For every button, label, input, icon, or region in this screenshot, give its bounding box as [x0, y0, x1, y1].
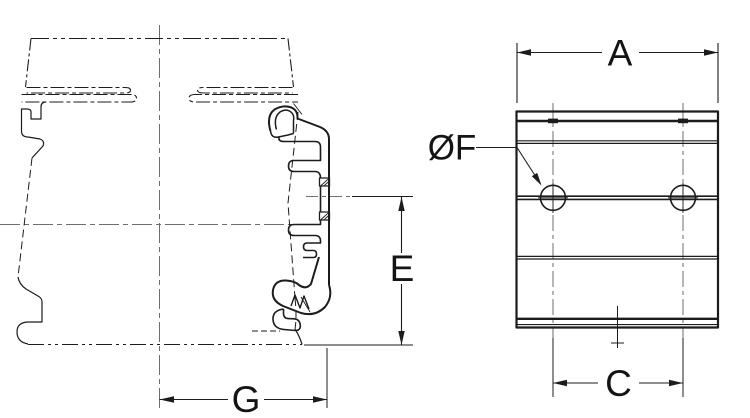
dimension-label-c: C	[605, 363, 632, 404]
plate-edge-line	[517, 195, 718, 201]
front-view: A C ØF	[428, 33, 720, 404]
plate-outline	[515, 110, 720, 348]
arrowhead-down	[398, 331, 405, 345]
mounting-hole-right	[668, 183, 698, 213]
duct-left-wall-hidden	[17, 157, 33, 278]
clip-outer-contour	[267, 105, 330, 285]
dimension-c: C	[552, 338, 684, 404]
arrowhead-right	[704, 49, 718, 56]
arrowhead-right	[313, 396, 327, 403]
dimension-g: G	[159, 348, 328, 418]
duct-right-wall-hidden	[294, 297, 297, 330]
leader-arrowhead	[531, 172, 542, 186]
slot-mark	[678, 118, 688, 124]
duct-left-foot	[16, 276, 43, 345]
dimension-a: A	[516, 33, 719, 103]
duct-right-wall-hidden	[287, 111, 299, 299]
section-hatch-block	[318, 211, 331, 221]
break-tick	[300, 296, 311, 313]
clip-hook-inner	[274, 109, 295, 134]
dimension-label-e: E	[390, 248, 415, 289]
section-view: E G	[0, 25, 414, 418]
break-tick	[293, 103, 303, 115]
leader-line	[476, 146, 541, 185]
phantom-flange-bar	[26, 86, 132, 94]
clip-profile	[267, 103, 332, 332]
dimension-label-a: A	[608, 33, 633, 74]
dimension-e: E	[304, 196, 415, 346]
extension-line	[552, 338, 684, 397]
phantom-lid-left	[24, 38, 32, 88]
arrowhead-left	[517, 49, 531, 56]
hole-center-cross	[538, 183, 568, 213]
hole-diameter-label: ØF	[428, 129, 477, 168]
clip-foot-lip	[272, 308, 302, 332]
phantom-flange-bar	[21, 93, 138, 103]
plate-edge-line	[517, 140, 718, 144]
phantom-flange-bar	[188, 93, 298, 103]
hatch-lines	[320, 178, 330, 187]
mounting-hole-left	[538, 183, 568, 213]
center-mark	[611, 306, 624, 348]
duct-phantom-outline	[16, 37, 303, 346]
arrowhead-up	[398, 197, 405, 211]
clip-foot-outer	[271, 256, 332, 316]
hole-center-cross	[668, 183, 698, 213]
slot-mark	[548, 118, 558, 124]
phantom-flange-bar	[196, 86, 293, 94]
section-hatch-block	[318, 177, 331, 187]
arrowhead-left	[553, 379, 567, 387]
clip-foot-serrations	[290, 294, 310, 310]
clip-lower-teeth	[287, 220, 322, 259]
duct-left-wall-hook	[20, 101, 47, 159]
phantom-lid-right	[287, 38, 295, 88]
clip-upper-tooth	[278, 136, 322, 179]
diameter-callout-f: ØF	[428, 129, 542, 186]
arrowhead-left	[159, 396, 174, 403]
arrowhead-right	[669, 379, 683, 387]
plate-edge-line	[517, 255, 718, 260]
dimension-label-g: G	[232, 379, 261, 418]
hatch-lines	[320, 212, 330, 221]
